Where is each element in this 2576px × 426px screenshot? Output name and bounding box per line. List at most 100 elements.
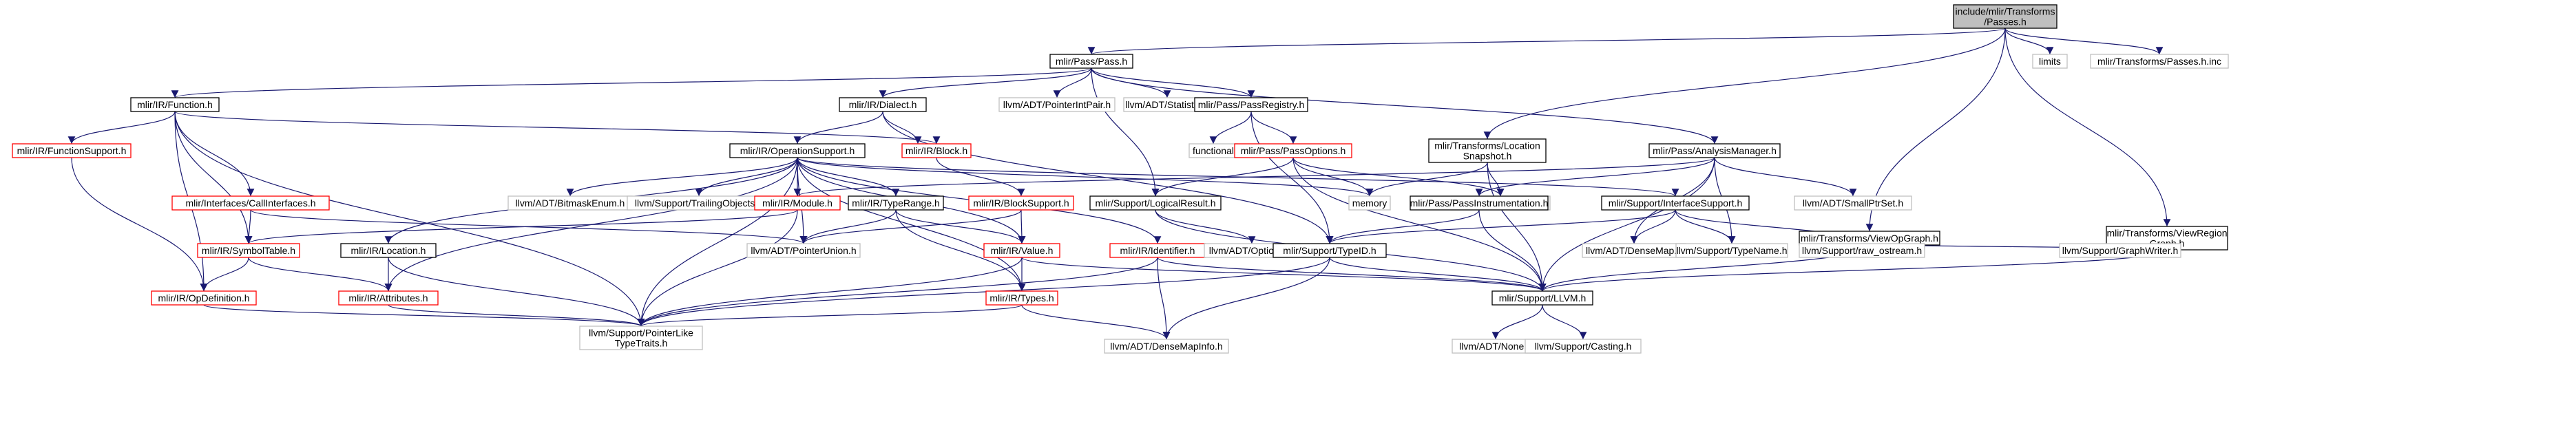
node-box xyxy=(839,97,927,112)
edge-blocksupport-to-ptrunion xyxy=(799,209,1022,244)
node-analysismgr[interactable]: mlir/Pass/AnalysisManager.h xyxy=(1648,143,1781,158)
node-passregistry[interactable]: mlir/Pass/PassRegistry.h xyxy=(1194,97,1308,112)
node-box xyxy=(1648,143,1781,158)
node-label: functional xyxy=(1193,145,1234,156)
edge-llvm_h-to-none xyxy=(1491,304,1543,340)
node-box xyxy=(2090,54,2229,69)
node-passinstr[interactable]: mlir/Pass/PassInstrumentation.h xyxy=(1410,195,1549,211)
edge-funcsupport-to-opdef xyxy=(71,157,208,292)
edge-identifier-to-densemapinfo xyxy=(1157,257,1171,340)
edge-function-to-callifaces xyxy=(174,111,255,197)
node-label: llvm/ADT/PointerUnion.h xyxy=(751,245,856,256)
edge-opsupport-to-ifacesupport xyxy=(797,157,1679,197)
node-label: mlir/Transforms/Passes.h.inc xyxy=(2097,56,2221,67)
node-densemapinfo: llvm/ADT/DenseMapInfo.h xyxy=(1104,339,1229,354)
edge-pass-to-dialect xyxy=(879,67,1092,98)
node-value[interactable]: mlir/IR/Value.h xyxy=(983,243,1060,258)
node-box xyxy=(2032,54,2068,69)
node-box xyxy=(579,326,703,350)
node-ifacesupport[interactable]: mlir/Support/InterfaceSupport.h xyxy=(1601,195,1750,211)
edge-passregistry-to-passoptions xyxy=(1250,111,1297,145)
node-location[interactable]: mlir/IR/Location.h xyxy=(340,243,437,258)
edge-analysismgr-to-passinstr xyxy=(1475,157,1715,197)
node-label: mlir/IR/Function.h xyxy=(137,99,213,110)
node-passoptions[interactable]: mlir/Pass/PassOptions.h xyxy=(1234,143,1352,158)
node-label: mlir/Support/InterfaceSupport.h xyxy=(1609,198,1743,209)
edge-pass-to-passregistry xyxy=(1091,67,1255,98)
node-statistic: llvm/ADT/Statistic.h xyxy=(1123,97,1211,112)
node-label: mlir/IR/OpDefinition.h xyxy=(158,292,249,303)
edge-pass-to-ptrintpair xyxy=(1053,67,1092,98)
node-label: llvm/ADT/SmallPtrSet.h xyxy=(1803,198,1903,209)
edge-passinstr-to-llvm_h xyxy=(1478,209,1547,292)
node-label: mlir/Transforms/ViewOpGraph.h xyxy=(1801,233,1938,244)
edge-dialect-to-opsupport xyxy=(793,111,883,145)
node-viewopgraph[interactable]: mlir/Transforms/ViewOpGraph.h xyxy=(1799,231,1940,246)
node-label: mlir/Pass/PassRegistry.h xyxy=(1198,99,1305,110)
node-label: mlir/IR/Module.h xyxy=(762,198,833,209)
edge-blocksupport-to-value xyxy=(1018,209,1026,244)
node-label: llvm/Support/TrailingObjects.h xyxy=(635,198,763,209)
edge-locsnapshot-to-stringref xyxy=(1487,162,1505,197)
node-opsupport[interactable]: mlir/IR/OperationSupport.h xyxy=(729,143,866,158)
edge-passregistry-to-functional xyxy=(1209,111,1252,145)
node-label: mlir/Pass/PassOptions.h xyxy=(1241,145,1346,156)
node-box xyxy=(1348,195,1391,211)
node-box xyxy=(1234,143,1352,158)
node-box xyxy=(1194,97,1308,112)
edge-location-to-ptrliketypetraits xyxy=(388,257,645,327)
node-types[interactable]: mlir/IR/Types.h xyxy=(985,290,1058,306)
node-llvm_h[interactable]: mlir/Support/LLVM.h xyxy=(1491,290,1593,306)
node-block[interactable]: mlir/IR/Block.h xyxy=(901,143,972,158)
node-logicalresult[interactable]: mlir/Support/LogicalResult.h xyxy=(1089,195,1222,211)
node-root[interactable]: include/mlir/Transforms/Passes.h xyxy=(1953,4,2057,29)
node-limits: limits xyxy=(2032,54,2068,69)
edge-root-to-locsnapshot xyxy=(1483,28,2006,140)
node-label: llvm/ADT/DenseMap.h xyxy=(1586,245,1682,256)
node-box xyxy=(12,143,132,158)
node-module[interactable]: mlir/IR/Module.h xyxy=(754,195,841,211)
node-box xyxy=(1525,339,1642,354)
edge-locsnapshot-to-memory xyxy=(1365,162,1488,197)
node-typeid[interactable]: mlir/Support/TypeID.h xyxy=(1273,243,1387,258)
node-function[interactable]: mlir/IR/Function.h xyxy=(130,97,220,112)
node-box xyxy=(1491,290,1593,306)
edge-symboltable-to-opdef xyxy=(200,257,249,292)
node-dialect[interactable]: mlir/IR/Dialect.h xyxy=(839,97,927,112)
edge-function-to-ptrliketypetraits xyxy=(174,111,645,327)
node-label: limits xyxy=(2039,56,2061,67)
node-typerange[interactable]: mlir/IR/TypeRange.h xyxy=(848,195,944,211)
edge-typeid-to-llvm_h xyxy=(1329,257,1547,292)
node-callifaces[interactable]: mlir/Interfaces/CallInterfaces.h xyxy=(171,195,330,211)
edge-opsupport-to-trailingobj xyxy=(695,157,798,197)
edge-attributes-to-ptrliketypetraits xyxy=(388,304,645,327)
node-attributes[interactable]: mlir/IR/Attributes.h xyxy=(338,290,439,306)
node-label: llvm/Support/GraphWriter.h xyxy=(2062,245,2179,256)
edge-module-to-ptrliketypetraits xyxy=(637,209,798,327)
node-box xyxy=(729,143,866,158)
node-pass[interactable]: mlir/Pass/Pass.h xyxy=(1049,54,1133,69)
node-label: llvm/Support/raw_ostream.h xyxy=(1802,245,1922,256)
node-identifier[interactable]: mlir/IR/Identifier.h xyxy=(1109,243,1206,258)
node-passes_inc: mlir/Transforms/Passes.h.inc xyxy=(2090,54,2229,69)
node-symboltable[interactable]: mlir/IR/SymbolTable.h xyxy=(197,243,300,258)
edge-root-to-viewopgraph xyxy=(1865,28,2006,232)
node-rawostream: llvm/Support/raw_ostream.h xyxy=(1799,243,1925,258)
node-blocksupport[interactable]: mlir/IR/BlockSupport.h xyxy=(968,195,1074,211)
node-label: llvm/ADT/PointerIntPair.h xyxy=(1003,99,1111,110)
node-box xyxy=(746,243,861,258)
edges-layer xyxy=(67,28,2171,340)
node-opdef[interactable]: mlir/IR/OpDefinition.h xyxy=(151,290,257,306)
node-box xyxy=(1410,195,1549,211)
node-label: mlir/Pass/PassInstrumentation.h xyxy=(1410,198,1549,209)
edge-passoptions-to-stringref xyxy=(1292,157,1505,197)
edge-opdef-to-ptrliketypetraits xyxy=(203,304,645,327)
node-box xyxy=(968,195,1074,211)
node-funcsupport[interactable]: mlir/IR/FunctionSupport.h xyxy=(12,143,132,158)
node-label: mlir/Transforms/Location xyxy=(1434,140,1540,151)
edge-root-to-limits xyxy=(2004,28,2054,55)
edge-ifacesupport-to-typeid xyxy=(1326,209,1676,244)
edge-typerange-to-value xyxy=(895,209,1026,244)
